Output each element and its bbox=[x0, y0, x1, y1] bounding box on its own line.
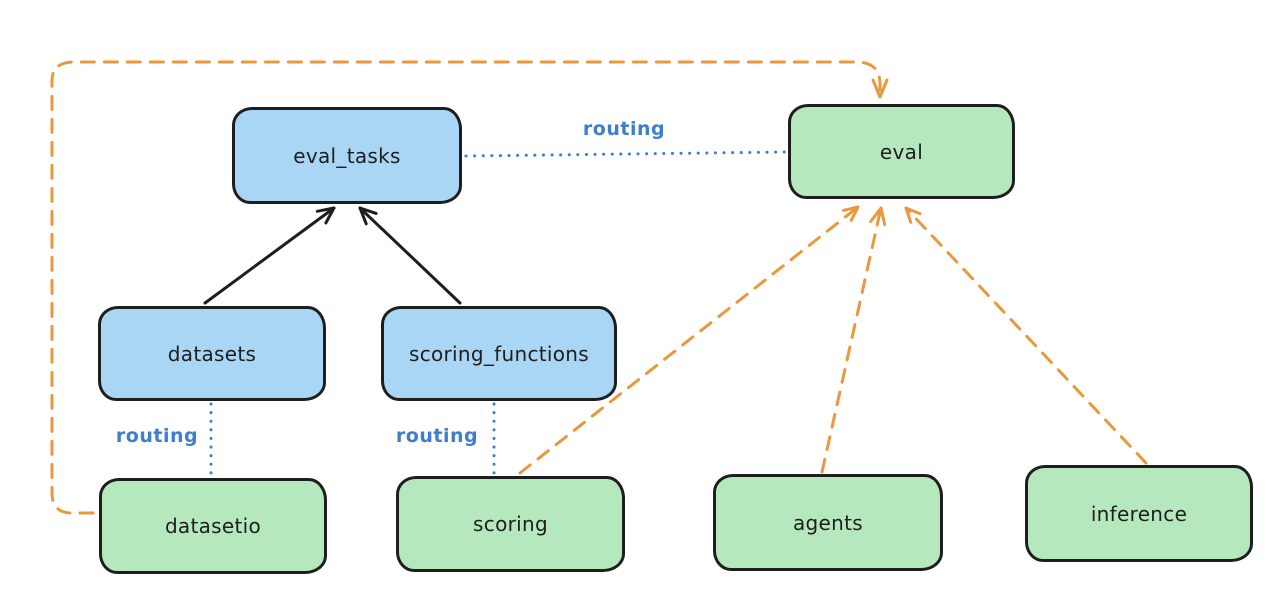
node-scoring-functions-label: scoring_functions bbox=[408, 341, 590, 366]
edge-label-routing-eval-tasks-eval: routing bbox=[579, 118, 669, 140]
node-scoring-functions: scoring_functions bbox=[381, 306, 617, 401]
edge-inference-to-eval-dashed bbox=[904, 206, 1148, 465]
edge-datasetio-to-eval-dashed bbox=[50, 60, 889, 515]
node-inference-label: inference bbox=[1090, 501, 1188, 526]
node-eval: eval bbox=[788, 104, 1015, 199]
edge-label-routing-datasets-datasetio: routing bbox=[112, 425, 202, 447]
node-datasets: datasets bbox=[98, 306, 326, 401]
edge-scoring-functions-to-eval-tasks bbox=[358, 206, 462, 305]
node-eval-tasks: eval_tasks bbox=[232, 107, 462, 204]
node-datasets-label: datasets bbox=[167, 341, 257, 366]
node-agents: agents bbox=[713, 474, 943, 571]
arrowhead-black-right bbox=[358, 206, 378, 226]
arrowhead-orange-agents bbox=[869, 206, 887, 227]
node-scoring: scoring bbox=[396, 476, 625, 572]
edge-label-routing-scoring-functions-scoring: routing bbox=[392, 425, 482, 447]
edge-scoring-to-eval-dashed bbox=[518, 205, 860, 475]
node-eval-label: eval bbox=[879, 139, 924, 164]
node-datasetio: datasetio bbox=[99, 478, 327, 574]
node-inference: inference bbox=[1025, 465, 1253, 562]
edge-eval-tasks-to-eval-dotted bbox=[464, 150, 787, 158]
node-scoring-label: scoring bbox=[473, 512, 548, 536]
arrowhead-orange-scoring bbox=[841, 205, 860, 222]
arrowhead-black-left bbox=[315, 206, 336, 225]
arrowhead-orange-inference bbox=[904, 206, 922, 224]
arrowhead-orange-top bbox=[871, 78, 889, 99]
node-eval-tasks-label: eval_tasks bbox=[293, 143, 401, 168]
node-datasetio-label: datasetio bbox=[164, 514, 262, 538]
edge-datasets-to-eval-tasks bbox=[203, 206, 336, 305]
edge-agents-to-eval-dashed bbox=[820, 206, 887, 474]
node-agents-label: agents bbox=[793, 510, 863, 535]
